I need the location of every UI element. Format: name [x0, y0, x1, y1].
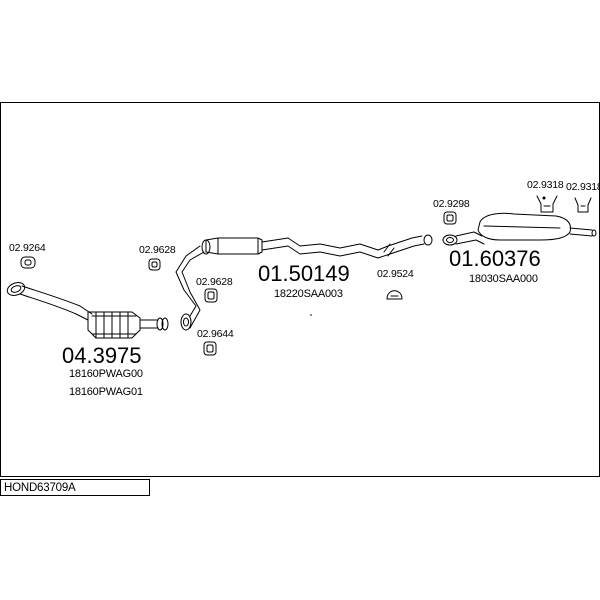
centre-silencer-drawing — [205, 234, 433, 259]
hardware-label-h5: 02.9524 — [377, 268, 414, 280]
dot-marker-2 — [542, 196, 546, 200]
hanger-icon-h8 — [574, 197, 592, 213]
hanger-icon-h6 — [443, 211, 457, 225]
hardware-label-h6: 02.9298 — [433, 198, 470, 210]
part-number-front-pipe: 04.3975 — [62, 343, 142, 368]
hardware-label-h2: 02.9628 — [139, 244, 176, 256]
oem-code-front-pipe-2: 18160PWAG01 — [69, 386, 143, 398]
clamp-marker — [383, 243, 395, 257]
diagram-id-box — [0, 479, 150, 496]
hanger-icon-h7 — [536, 195, 558, 213]
front-pipe-drawing — [6, 282, 169, 339]
hardware-label-h3: 02.9628 — [196, 276, 233, 288]
part-number-rear-silencer: 01.60376 — [449, 246, 541, 271]
hardware-label-h7: 02.9318 — [527, 179, 564, 191]
oem-code-front-pipe-1: 18160PWAG00 — [69, 368, 143, 380]
hanger-icon-h4 — [203, 341, 217, 356]
part-number-centre-silencer: 01.50149 — [258, 261, 350, 286]
hanger-icon-h2 — [148, 258, 161, 271]
intermediate-pipe-drawing — [175, 239, 211, 331]
hanger-icon-h5 — [386, 290, 403, 300]
hardware-label-h8: 02.9318 — [566, 181, 600, 193]
hanger-icon-h1 — [20, 256, 36, 269]
hanger-icon-h3 — [204, 288, 218, 303]
oem-code-rear-silencer: 18030SAA000 — [469, 273, 538, 285]
hardware-label-h4: 02.9644 — [197, 328, 234, 340]
oem-code-centre-silencer: 18220SAA003 — [274, 288, 343, 300]
dot-marker — [310, 314, 312, 316]
rear-silencer-drawing — [442, 212, 597, 246]
hardware-label-h1: 02.9264 — [9, 242, 46, 254]
diagram-id: HOND63709A — [4, 482, 76, 494]
